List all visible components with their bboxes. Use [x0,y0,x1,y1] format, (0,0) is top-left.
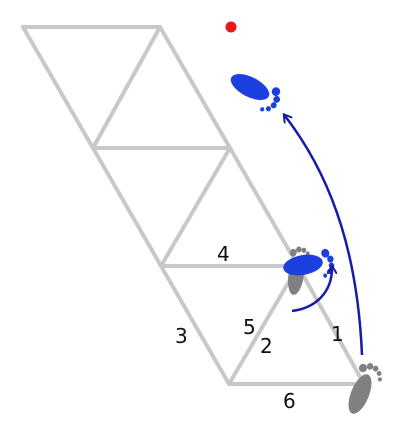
red-dot-icon [225,21,237,33]
lattice-edge [91,25,162,150]
triangular-lattice [21,25,366,386]
edge-label-5: 5 [243,315,256,339]
edge-label-1: 1 [331,322,344,346]
lattice-edge [159,264,231,386]
lattice-edge [228,146,300,268]
blue-footprint-icon [223,66,285,117]
lattice-edge [159,146,232,268]
edge-label-6: 6 [283,389,296,413]
lattice-edge [21,25,95,150]
edge-label-3: 3 [175,324,188,348]
short-curved-arrow [291,268,332,313]
lattice-edge [158,25,232,150]
edge-label-4: 4 [217,242,230,266]
lattice-edge [91,146,163,268]
long-curved-arrow [285,116,364,356]
edge-label-2: 2 [260,334,273,358]
lattice-edge [227,264,300,386]
lattice-edge [296,264,366,386]
gray-footprint-icon [341,359,387,420]
